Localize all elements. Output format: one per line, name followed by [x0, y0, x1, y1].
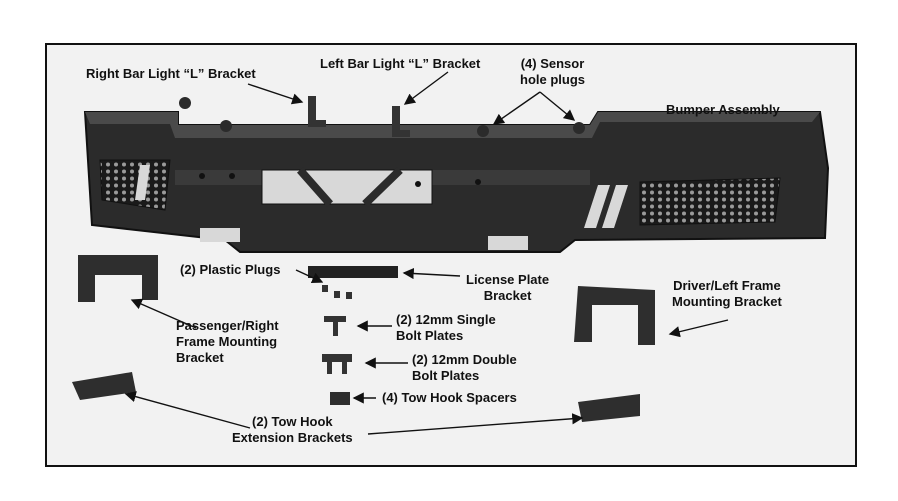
label-single-plates: (2) 12mm Single Bolt Plates [396, 312, 496, 343]
label-plastic-plugs: (2) Plastic Plugs [180, 262, 281, 277]
label-tow-hook-brackets: (2) Tow Hook Extension Brackets [232, 414, 353, 445]
driver-bracket-icon [574, 286, 655, 345]
label-passenger-right: Passenger/Right Frame Mounting Bracket [176, 318, 279, 365]
right-l-bracket-icon [308, 96, 326, 127]
label-driver-left: Driver/Left Frame Mounting Bracket [672, 278, 782, 309]
tow-hook-bracket-icon [578, 394, 640, 422]
plug-icon [179, 97, 191, 109]
plug-icon [220, 120, 232, 132]
tow-hook-bracket-icon [72, 372, 136, 400]
double-bolt-plate-icon [322, 354, 352, 374]
passenger-bracket-icon [78, 255, 158, 302]
sensor-plug-icon [573, 122, 585, 134]
left-l-bracket-icon [392, 106, 410, 137]
plastic-plug-icon [322, 285, 328, 292]
hook-spacer-icon [330, 392, 350, 405]
label-bumper-assembly: Bumper Assembly [666, 102, 780, 117]
label-license-plate: License Plate Bracket [466, 272, 550, 303]
single-bolt-plate-icon [324, 316, 346, 336]
label-hook-spacers: (4) Tow Hook Spacers [382, 390, 517, 405]
plastic-plug-icon [346, 292, 352, 299]
license-bracket-icon [308, 266, 398, 278]
plastic-plug-icon [334, 291, 340, 298]
sensor-plug-icon [477, 125, 489, 137]
label-sensor-plugs: (4) Sensor hole plugs [520, 56, 585, 87]
label-right-bar-light: Right Bar Light “L” Bracket [86, 66, 256, 81]
bumper-assembly [83, 111, 830, 253]
label-double-plates: (2) 12mm Double Bolt Plates [412, 352, 517, 383]
label-left-bar-light: Left Bar Light “L” Bracket [320, 56, 481, 71]
leader-arrows [124, 71, 729, 435]
